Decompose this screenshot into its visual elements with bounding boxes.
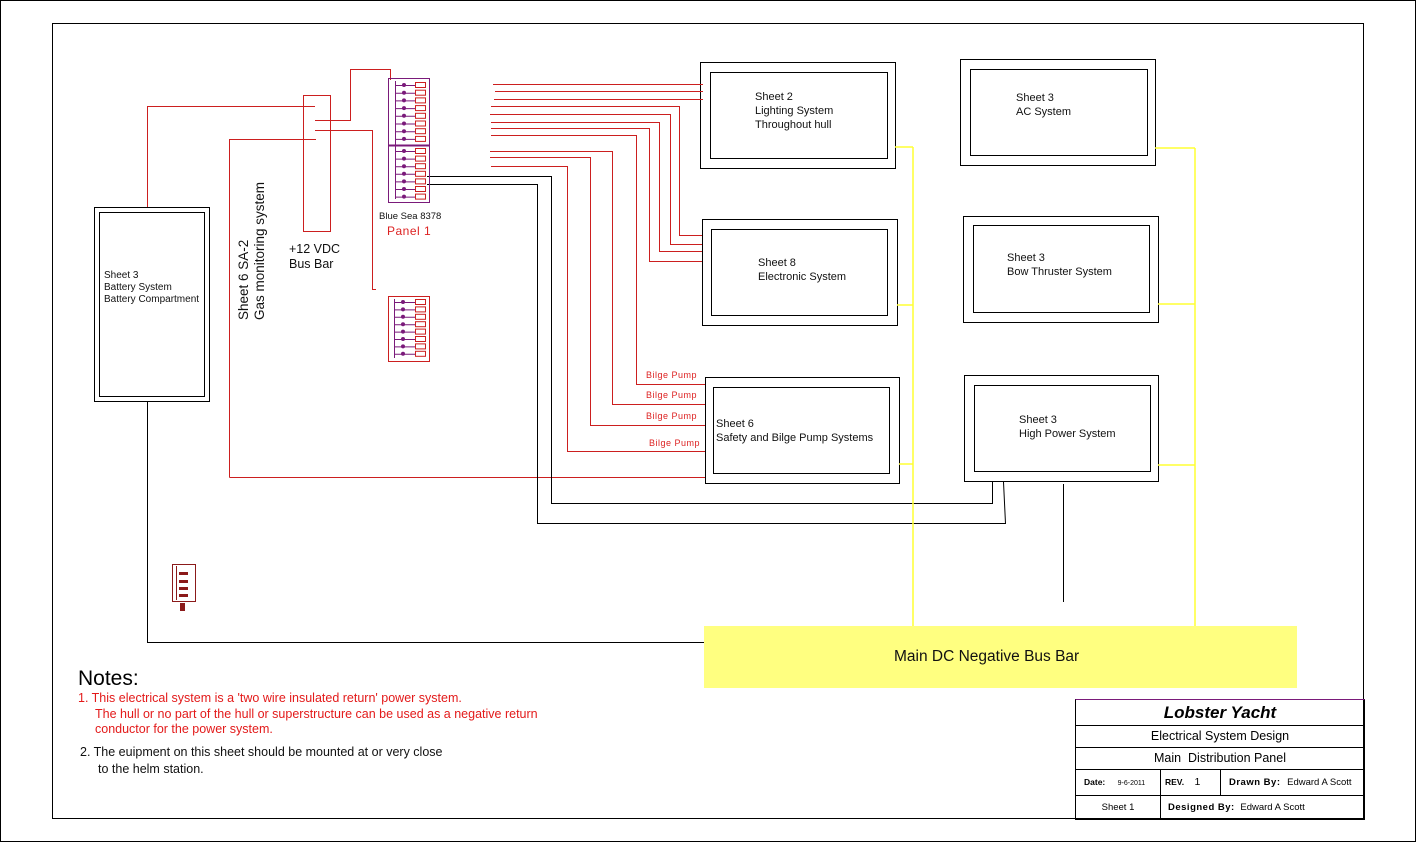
breaker-switch <box>401 307 405 312</box>
breaker-fuse <box>415 97 426 104</box>
breaker-switch <box>402 149 406 153</box>
panel-model-label: Blue Sea 8378 <box>379 211 442 222</box>
breaker-switch <box>402 113 406 118</box>
breaker-fuse <box>415 299 426 305</box>
breaker-switch <box>401 337 405 341</box>
breaker-fuse <box>415 105 426 112</box>
breaker-fuse <box>415 155 426 162</box>
breaker-switch <box>402 194 406 199</box>
lighting-label: Sheet 2 Lighting System Throughout hull <box>755 91 834 131</box>
breaker-switch <box>402 136 406 141</box>
breaker-switch <box>402 98 406 103</box>
breaker-switch <box>401 314 405 319</box>
breaker-switch <box>402 106 406 111</box>
negative-bus-label: Main DC Negative Bus Bar <box>894 648 1080 665</box>
breaker-fuse <box>415 135 426 142</box>
breaker-fuse <box>415 321 426 328</box>
panel-name-label: Panel 1 <box>387 224 432 238</box>
small-breaker-icon <box>172 564 196 611</box>
breaker-fuse <box>415 120 426 127</box>
breaker-switch <box>401 300 405 304</box>
positive-bus-bar[interactable] <box>303 95 331 232</box>
breaker-fuse <box>415 306 426 313</box>
breaker-switch <box>402 90 406 95</box>
panel-frame <box>388 78 430 203</box>
panel-frame <box>388 296 430 362</box>
negative-bus-bar[interactable] <box>704 626 1297 688</box>
breaker-fuse <box>415 193 426 200</box>
drawn-by-cell: Drawn By: Edward A Scott <box>1221 770 1364 796</box>
breaker-fuse <box>415 350 426 357</box>
ac-box[interactable] <box>960 59 1156 166</box>
breaker-switch <box>402 164 406 169</box>
notes-title: Notes: <box>78 667 139 690</box>
negative-wires <box>147 176 1064 643</box>
battery-label: Sheet 3 Battery System Battery Compartme… <box>104 270 200 305</box>
bow-thruster-label: Sheet 3 Bow Thruster System <box>1007 252 1112 278</box>
note-1: 1. This electrical system is a 'two wire… <box>78 691 538 736</box>
breaker-fuse <box>415 112 426 119</box>
drawing-border <box>52 23 1364 819</box>
bilge-pump-label: Bilge Pump <box>646 390 698 400</box>
breaker-fuse <box>415 336 426 342</box>
breaker-fuse <box>415 128 426 135</box>
breaker-switch <box>402 83 406 87</box>
breaker-fuse <box>415 170 426 177</box>
safety-label: Sheet 6 Safety and Bilge Pump Systems <box>716 418 874 444</box>
breaker-switch <box>401 344 405 349</box>
breaker-fuse <box>415 186 426 192</box>
drawing-name: Main Distribution Panel <box>1076 748 1364 770</box>
title-block: Lobster Yacht Electrical System Design M… <box>1075 699 1365 819</box>
title-block-bottom-border <box>1075 818 1365 820</box>
project-title: Lobster Yacht <box>1076 700 1364 726</box>
gas-monitor-label: Sheet 6 SA-2 Gas monitoring system <box>236 181 267 320</box>
breaker-switch <box>401 322 405 327</box>
bilge-pump-label: Bilge Pump <box>649 438 701 448</box>
breaker-switch <box>402 129 406 134</box>
positive-wires <box>147 69 705 478</box>
breaker-fuse <box>415 178 426 185</box>
breaker-fuse <box>415 163 426 170</box>
panel-1-breaker-panel[interactable] <box>388 78 430 203</box>
rev-cell: REV. 1 <box>1161 770 1221 796</box>
breaker-fuse <box>415 89 426 96</box>
sheet-cell: Sheet 1 <box>1076 796 1161 819</box>
battery-box[interactable] <box>94 207 210 402</box>
high-power-box[interactable] <box>964 375 1159 482</box>
electronic-label: Sheet 8 Electronic System <box>758 257 847 283</box>
note-2: 2. The euipment on this sheet should be … <box>80 745 443 776</box>
breaker-switch <box>401 351 405 356</box>
breaker-switch <box>402 171 406 176</box>
breaker-switch <box>402 121 406 126</box>
breaker-switch <box>402 179 406 184</box>
ground-wires <box>895 146 1196 638</box>
safety-box[interactable] <box>705 377 900 484</box>
bilge-pump-label: Bilge Pump <box>646 370 698 380</box>
breaker-switch <box>402 156 406 161</box>
secondary-breaker-panel[interactable] <box>388 296 430 362</box>
breaker-fuse <box>415 328 426 335</box>
breaker-switch <box>401 329 405 334</box>
designed-by-cell: Designed By: Edward A Scott <box>1168 802 1305 813</box>
date-cell: Date: 9-6-2011 <box>1076 770 1161 796</box>
breaker-fuse <box>415 82 426 88</box>
breaker-fuse <box>415 148 426 154</box>
breaker-fuse <box>415 313 426 320</box>
ac-label: Sheet 3 AC System <box>1016 92 1072 118</box>
drawing-subtitle: Electrical System Design <box>1076 726 1364 748</box>
lighting-box[interactable] <box>700 62 896 169</box>
electronic-box[interactable] <box>702 219 898 326</box>
high-power-label: Sheet 3 High Power System <box>1019 414 1116 440</box>
bilge-pump-label: Bilge Pump <box>646 411 698 421</box>
breaker-fuse <box>415 343 426 350</box>
breaker-switch <box>402 187 406 191</box>
positive-bus-label: +12 VDC Bus Bar <box>289 242 341 271</box>
bow-thruster-box[interactable] <box>963 216 1159 323</box>
